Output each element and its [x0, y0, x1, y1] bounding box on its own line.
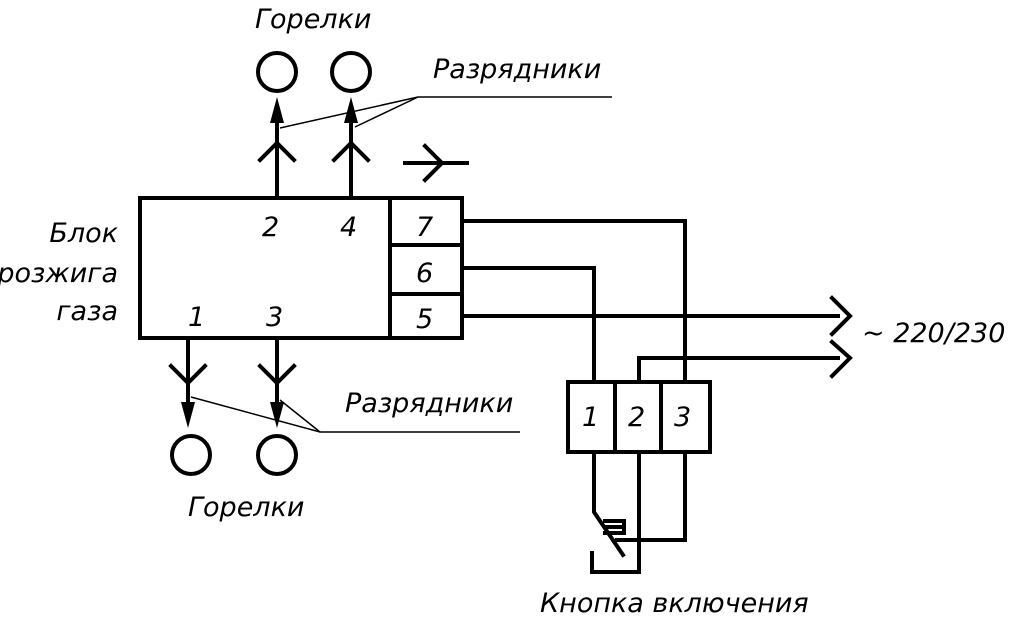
arrow-right-icon — [403, 143, 469, 183]
top-burner-leads — [256, 51, 612, 200]
burner-icon — [170, 434, 212, 476]
power-label: ~ 220/230 — [862, 318, 1005, 349]
spark-gaps-bottom-label: Разрядники — [345, 388, 513, 419]
terminal-2: 2 — [262, 212, 279, 243]
block-label-1: Блок — [49, 218, 118, 249]
wiring — [460, 219, 853, 384]
button-terminal-1: 1 — [582, 402, 599, 433]
bottom-burner-leads — [168, 336, 520, 476]
terminal-1: 1 — [188, 302, 205, 333]
terminal-3: 3 — [266, 302, 283, 333]
burner-icon — [330, 51, 372, 93]
terminal-5: 5 — [416, 304, 433, 335]
spark-gaps-top-label: Разрядники — [433, 54, 601, 85]
power-button-switch — [566, 380, 712, 574]
block-label-2: розжига — [0, 258, 118, 289]
button-terminal-2: 2 — [628, 402, 645, 433]
terminal-6: 6 — [416, 258, 433, 289]
block-label-3: газа — [56, 296, 118, 327]
button-label: Кнопка включения — [540, 588, 809, 619]
terminal-4: 4 — [340, 212, 357, 243]
burners-bottom-label: Горелки — [188, 492, 304, 523]
terminal-7: 7 — [416, 212, 433, 243]
burner-icon — [256, 51, 298, 93]
button-terminal-3: 3 — [674, 402, 691, 433]
burner-icon — [256, 434, 298, 476]
burners-top-label: Горелки — [255, 4, 371, 35]
